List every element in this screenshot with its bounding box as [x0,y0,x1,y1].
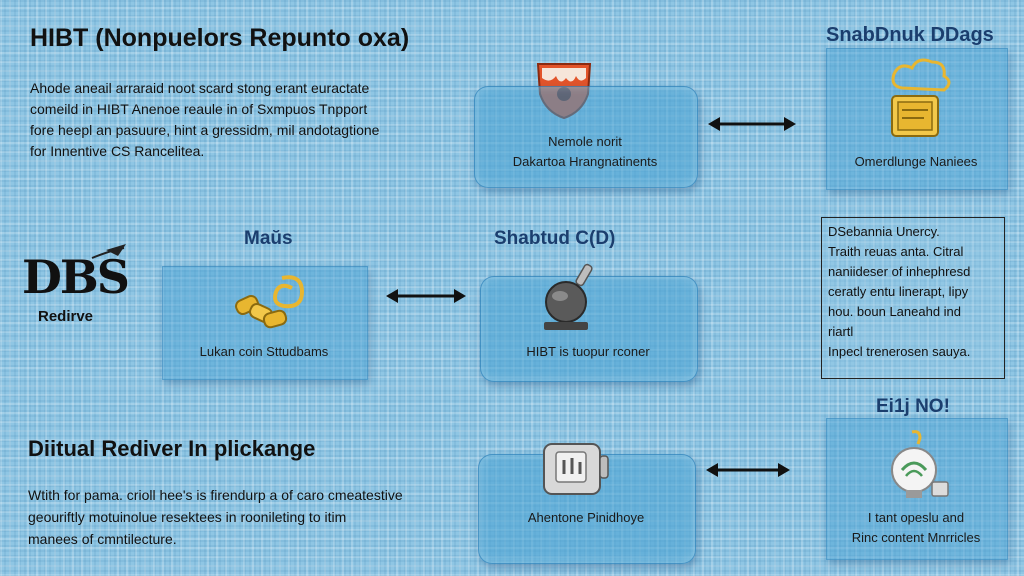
top-center-box [474,86,698,188]
note-line: riartl [828,324,854,339]
logo-text: DBS [22,250,130,304]
top-right-caption: Omerdlunge Naniees [854,154,978,169]
logo-tagline: Redirve [38,308,94,325]
note-box: DSebannia Unercy. Traith reuas anta. Cit… [821,217,1005,379]
top-right-label: SnabDnuk DDags [826,24,994,46]
center-box [480,276,698,382]
center-section-title: Shabtud C(D) [494,228,616,249]
server-drum-icon [536,262,606,334]
left-section-title: Maŭs [244,228,293,249]
double-arrow-icon [708,117,796,131]
cloud-folder-icon [884,56,954,140]
bottom-paragraph: Wtith for pama. crioll hee's is firendur… [28,484,403,550]
note-line: ceratly entu linerapt, lipy [828,284,969,299]
note-line: Traith reuas anta. Citral [828,244,964,259]
bottom-line: manees of cmntilecture. [28,531,177,547]
bottom-line: geouriftly motuinolue resektees in rooni… [28,509,347,525]
intro-line: for Innentive CS Rancelitea. [30,143,205,159]
double-arrow-icon [706,463,790,477]
top-center-caption: Nemole norit Dakartoa Hrangnatinents [512,134,658,169]
bottom-right-label: Ei1j NO! [876,396,950,417]
center-caption: HIBT is tuopur rconer [526,344,650,359]
note-line: hou. boun Laneahd ind [828,304,962,319]
page-title: HIBT (Nonpuelors Repunto oxa) [30,24,410,52]
double-arrow-icon [386,289,466,303]
intro-paragraph: Ahode aneail arraraid noot scard stong e… [30,78,379,162]
intro-line: Ahode aneail arraraid noot scard stong e… [30,80,370,96]
logo-mark-icon [91,244,126,259]
note-line: Inpecl trenerosen sauya. [828,344,971,359]
bottom-section-title: Diitual Rediver In plickange [28,436,316,461]
intro-line: comeild in HIBT Anenoe reaule in of Sxmp… [30,101,368,117]
note-line: naniideser of inhephresd [828,264,971,279]
left-caption: Lukan coin Sttudbams [199,344,329,359]
coffee-machine-icon [534,436,614,500]
bottom-center-caption: Ahentone Pinidhoye [527,510,645,525]
logo: DBS Redirve [22,244,132,330]
intro-line: fore heepl an pasuure, hint a gressidm, … [30,122,380,138]
gold-chain-icon [226,270,310,340]
note-line: DSebannia Unercy. [828,224,940,239]
bottom-line: Wtith for pama. crioll hee's is firendur… [28,487,403,503]
lightbulb-icon [884,428,954,504]
bottom-right-caption: I tant opeslu and Rinc content Mnrricles [851,510,981,545]
